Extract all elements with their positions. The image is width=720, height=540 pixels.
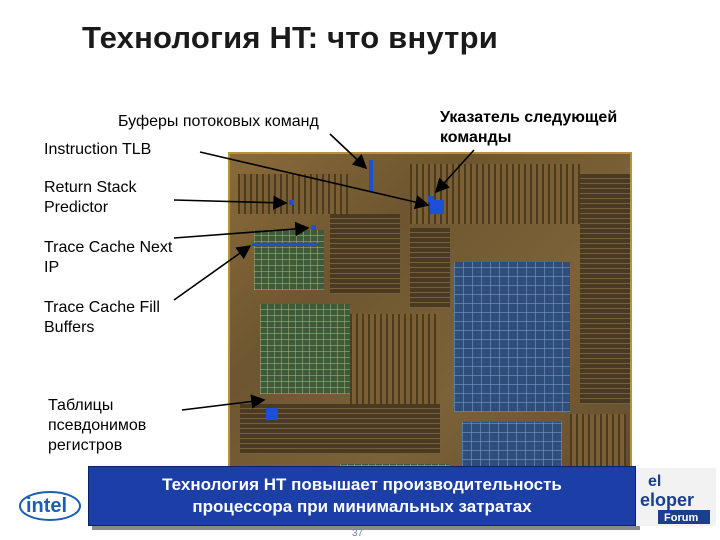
label-stream-buffers: Буферы потоковых команд [118, 113, 319, 130]
label-trace-cache-fill-buffers: Trace Cache Fill Buffers [44, 299, 160, 336]
die-block [454, 262, 570, 412]
developer-forum-logo: el eloper Forum [636, 468, 716, 526]
intel-logo-text: intel [26, 495, 67, 517]
die-block [350, 314, 440, 414]
df-logo-line-3: Forum [664, 512, 698, 524]
marker-register-alias-tables [266, 408, 278, 420]
label-trace-cache-next-ip: Trace Cache Next IP [44, 239, 173, 276]
df-logo-line-2: eloper [640, 490, 694, 510]
marker-instruction-tlb [428, 196, 434, 202]
die-block [254, 230, 324, 290]
marker-stream-buffers [369, 160, 373, 192]
die-block [580, 174, 630, 404]
die-block [410, 164, 580, 224]
label-return-stack-predictor: Return Stack Predictor [44, 179, 137, 216]
banner-line-1: Технология HT повышает производительност… [162, 475, 562, 494]
intel-logo-graphic: intel [19, 491, 81, 521]
die-block [240, 404, 440, 454]
label-register-alias-tables: Таблицы псевдонимов регистров [48, 397, 147, 454]
marker-next-instruction-pointer [430, 200, 444, 214]
summary-banner: Технология HT повышает производительност… [88, 466, 636, 526]
slide-title: Технология HT: что внутри [82, 20, 498, 55]
intel-logo: intel [18, 484, 82, 524]
marker-trace-cache-next-ip [311, 225, 316, 230]
die-block [330, 214, 400, 294]
label-next-instruction-pointer: Указатель следующей команды [440, 109, 618, 146]
developer-forum-logo-graphic: el eloper Forum [636, 468, 716, 526]
marker-trace-cache-fill-buffers [252, 243, 318, 246]
die-block [260, 304, 350, 394]
banner-line-2: процессора при минимальных затратах [192, 497, 532, 516]
df-logo-line-1: el [648, 473, 661, 490]
die-block [238, 174, 348, 214]
label-instruction-tlb: Instruction TLB [44, 141, 152, 158]
die-block [410, 228, 450, 308]
marker-return-stack [289, 200, 294, 205]
page-number: 37 [352, 528, 364, 539]
